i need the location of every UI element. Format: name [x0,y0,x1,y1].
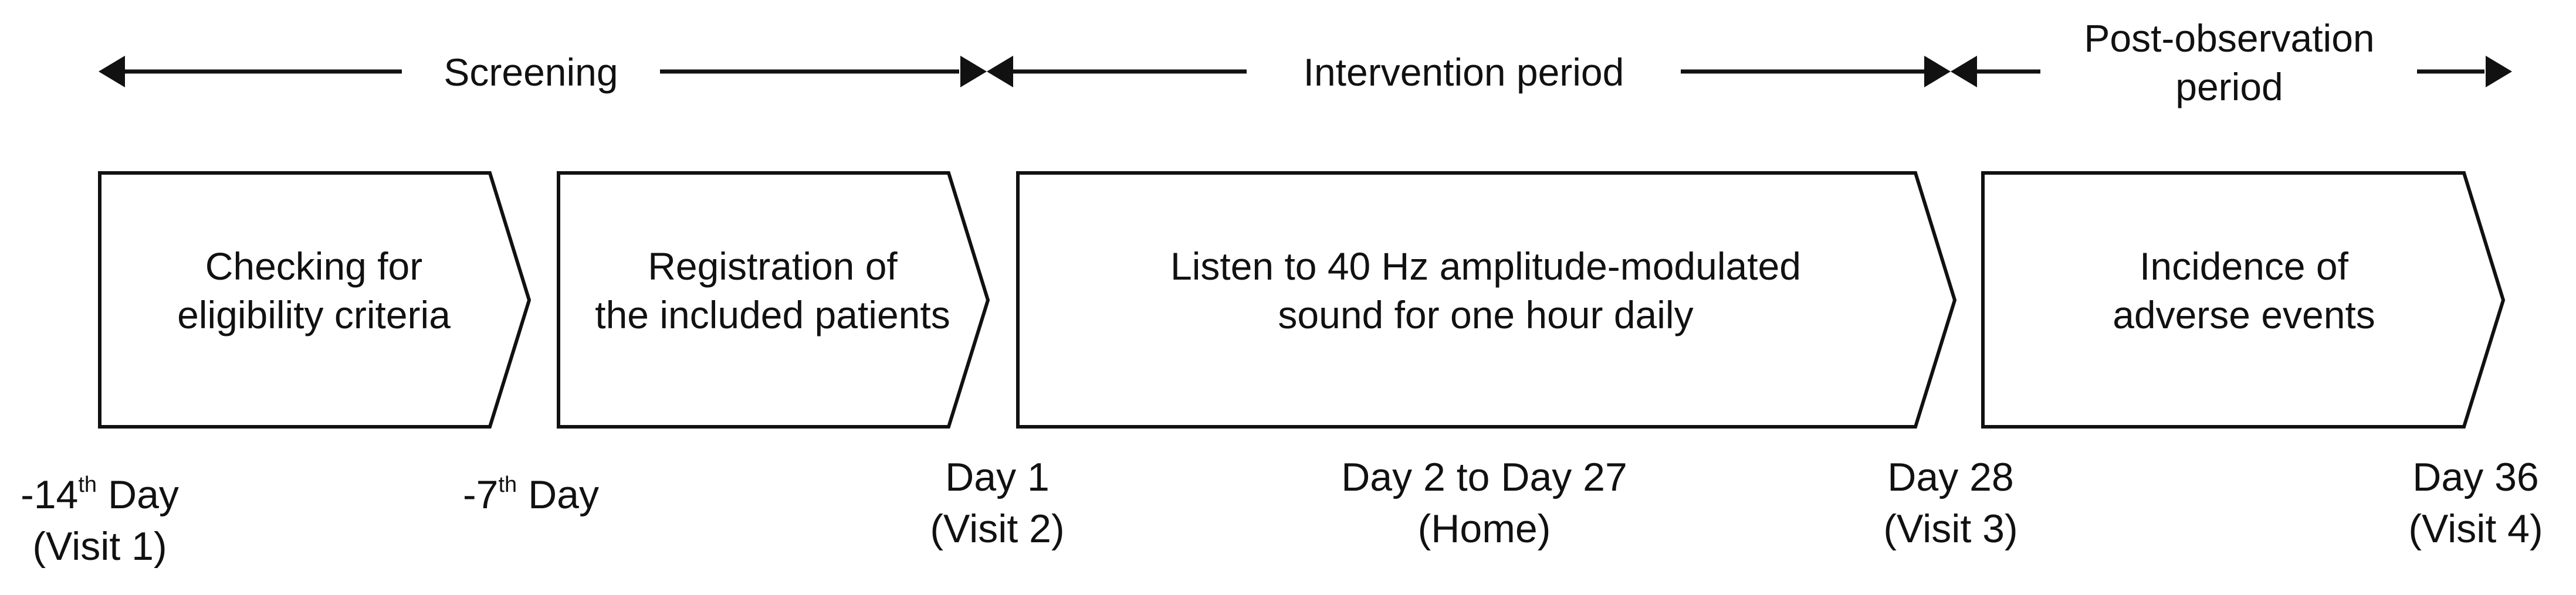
timepoint-home-days: Day 2 to Day 27 [1341,455,1627,499]
step-3-line2: sound for one hour daily [1278,293,1694,337]
step-1-line2: eligibility criteria [177,293,451,337]
step-4-line2: adverse events [2113,293,2375,337]
step-1-text: Checking for eligibility criteria [106,242,522,339]
timepoint-day36-day: Day 36 [2412,455,2539,499]
step-box-3 [1016,171,1957,429]
timepoint-day28-visit: (Visit 3) [1883,506,2018,552]
screening-arrow-right-head [960,56,987,87]
phase-label-post-observation: Post-observation period [2044,14,2414,111]
intervention-arrow-right-head [1924,56,1951,87]
step-4-line1: Incidence of [2140,244,2348,288]
intervention-arrow-left-head [987,56,1013,87]
phase-label-post-line2: period [2175,65,2283,109]
step-4-text: Incidence of adverse events [1989,242,2499,339]
step-box-1 [98,171,532,429]
step-box-2 [557,171,990,429]
timepoint-day1: Day 1 (Visit 2) [903,451,1091,555]
post-arrow-right-head [2486,56,2512,87]
step-3-text: Listen to 40 Hz amplitude-modulated soun… [1024,242,1948,339]
step-boxes [98,171,2506,429]
timepoint-day1-visit: (Visit 2) [930,506,1065,552]
step-2-line2: the included patients [595,293,950,337]
post-arrow-left-head [1951,56,1977,87]
timepoint-minus14-day: -14th Day [21,472,179,517]
step-3-line1: Listen to 40 Hz amplitude-modulated [1170,244,1801,288]
timepoint-home: Day 2 to Day 27 (Home) [1291,451,1678,555]
phase-label-screening: Screening [444,50,618,94]
timepoint-day28: Day 28 (Visit 3) [1857,451,2044,555]
screening-arrow-left-head [99,56,125,87]
step-2-text: Registration of the included patients [564,242,981,339]
step-box-4 [1981,171,2506,429]
timepoint-day1-day: Day 1 [945,455,1050,499]
phase-arrows [99,56,2512,87]
phase-label-post-line1: Post-observation [2084,16,2375,60]
timepoint-minus7: -7th Day [455,469,607,521]
timepoint-day28-day: Day 28 [1887,455,2014,499]
timepoint-minus7-day: -7th Day [463,472,599,517]
timepoint-day36-visit: (Visit 4) [2408,506,2543,552]
timepoint-day36: Day 36 (Visit 4) [2382,451,2570,555]
phase-label-intervention: Intervention period [1303,50,1624,94]
timepoint-minus14-visit: (Visit 1) [32,524,167,569]
timepoint-minus14: -14th Day (Visit 1) [12,469,188,573]
timepoint-home-place: (Home) [1417,506,1551,552]
step-2-line1: Registration of [648,244,898,288]
step-1-line1: Checking for [205,244,423,288]
